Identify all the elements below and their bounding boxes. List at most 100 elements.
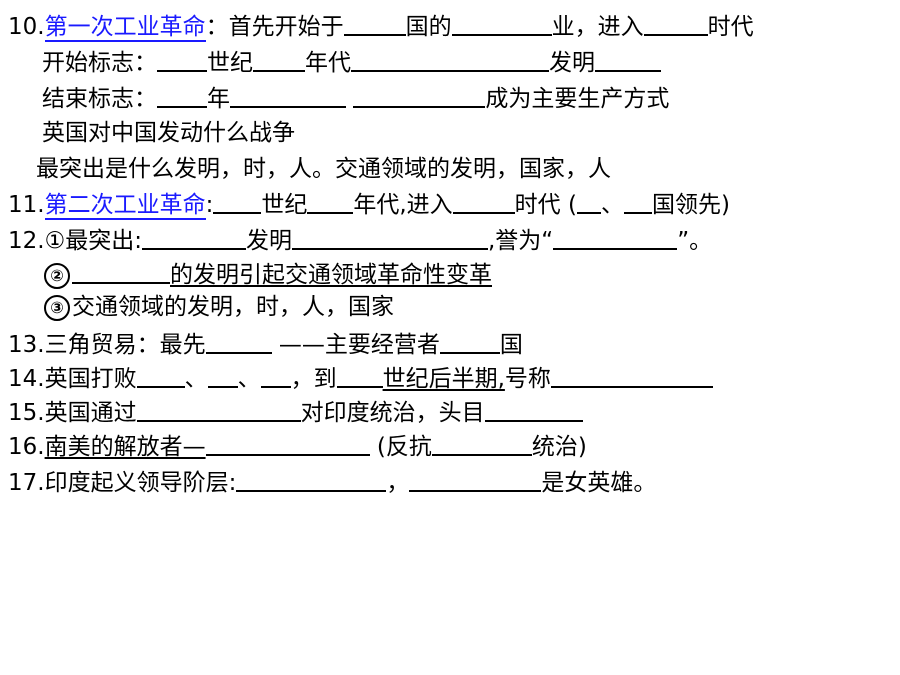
text: 国的: [405, 14, 452, 40]
fill-blank[interactable]: [260, 362, 291, 388]
text: 成为主要生产方式: [485, 86, 670, 112]
text: (反抗: [376, 434, 432, 460]
fill-blank[interactable]: [157, 46, 207, 72]
text: 年代: [305, 50, 351, 76]
fill-blank[interactable]: [207, 362, 238, 388]
text: 的发明引起交通领域革命性变革: [170, 262, 492, 288]
text: 业，进入: [551, 14, 644, 40]
text: 三角贸易：最先: [44, 332, 206, 358]
fill-blank[interactable]: [484, 396, 583, 422]
fill-blank[interactable]: [307, 188, 354, 214]
text: 世纪后半期,: [382, 366, 505, 392]
fill-blank[interactable]: [205, 430, 370, 456]
text: 对印度统治，头目: [300, 400, 485, 426]
text: ,誉为“: [487, 228, 554, 254]
topic-second-industrial-revolution: 第二次工业革命: [44, 192, 206, 220]
text: 英国打败: [44, 366, 137, 392]
text: 开始标志：: [42, 50, 157, 76]
topic-first-industrial-revolution: 第一次工业革命: [44, 14, 206, 42]
item-number: 14.: [8, 366, 45, 392]
text: 国领先): [651, 192, 730, 218]
war-question-line: 英国对中国发动什么战争: [42, 118, 295, 148]
fill-blank[interactable]: [643, 10, 708, 36]
item-number: 13.: [8, 332, 45, 358]
text: ”。: [677, 228, 713, 254]
item-10-line: 10.第一次工业革命：首先开始于 国的 业，进入 时代: [8, 10, 754, 42]
item-number: 15.: [8, 400, 45, 426]
text: 时代: [707, 14, 754, 40]
item-11-line: 11.第二次工业革命: 世纪 年代,进入 时代 ( 、 国领先): [8, 188, 730, 220]
fill-blank[interactable]: [576, 188, 601, 214]
fill-blank[interactable]: [141, 224, 246, 250]
item-12-sub2-line: ② 的发明引起交通领域革命性变革: [44, 258, 492, 289]
text: ——主要经营者: [278, 332, 440, 358]
fill-blank[interactable]: [431, 430, 532, 456]
fill-blank[interactable]: [230, 82, 346, 108]
text: 发明: [245, 228, 292, 254]
text: 时代 (: [514, 192, 577, 218]
text: ，: [386, 470, 410, 496]
fill-blank[interactable]: [439, 328, 500, 354]
item-14-line: 14.英国打败 、 、 ，到 世纪后半期,号称: [8, 362, 713, 392]
circled-number-2: ②: [44, 263, 70, 289]
text: 、: [237, 366, 261, 392]
fill-blank[interactable]: [409, 466, 542, 492]
fill-blank[interactable]: [213, 188, 262, 214]
fill-blank[interactable]: [136, 396, 301, 422]
text: 国: [499, 332, 523, 358]
fill-blank[interactable]: [291, 224, 488, 250]
fill-blank[interactable]: [205, 328, 272, 354]
text: 统治): [531, 434, 587, 460]
fill-blank[interactable]: [451, 10, 552, 36]
item-13-line: 13.三角贸易：最先 ——主要经营者 国: [8, 328, 523, 358]
fill-blank[interactable]: [236, 466, 387, 492]
text: 南美的解放者—: [44, 434, 206, 460]
item-17-line: 17.印度起义领导阶层: ， 是女英雄。: [8, 466, 656, 496]
fill-blank[interactable]: [157, 82, 207, 108]
item-12-line: 12.①最突出:发明,誉为“”。: [8, 224, 712, 254]
text: 最突出是什么发明，时，人。交通领域的发明，国家，人: [36, 156, 611, 182]
fill-blank[interactable]: [553, 224, 678, 250]
fill-blank[interactable]: [550, 362, 713, 388]
start-sign-line: 开始标志： 世纪 年代 发明: [42, 46, 661, 76]
text: 发明: [549, 50, 595, 76]
circled-number-1: ①: [44, 228, 66, 254]
fill-blank[interactable]: [253, 46, 305, 72]
item-number: 11.: [8, 192, 45, 218]
fill-blank[interactable]: [353, 82, 486, 108]
text: 英国通过: [44, 400, 137, 426]
fill-blank[interactable]: [72, 258, 170, 284]
item-number: 17.: [8, 470, 45, 496]
fill-blank[interactable]: [336, 362, 383, 388]
item-number: 16.: [8, 434, 45, 460]
text: ，到: [290, 366, 337, 392]
fill-blank[interactable]: [343, 10, 406, 36]
text: 最突出:: [65, 228, 142, 254]
text: 印度起义领导阶层:: [44, 470, 237, 496]
circled-number-3: ③: [44, 295, 70, 321]
fill-blank[interactable]: [623, 188, 652, 214]
fill-blank[interactable]: [595, 46, 661, 72]
text: 是女英雄。: [541, 470, 657, 496]
invention-question-line: 最突出是什么发明，时，人。交通领域的发明，国家，人: [36, 154, 611, 184]
text: 、: [184, 366, 208, 392]
text: 结束标志：: [42, 86, 157, 112]
text: ：首先开始于: [205, 14, 344, 40]
text: 号称: [504, 366, 551, 392]
text: 交通领域的发明，时，人，国家: [72, 294, 394, 320]
item-15-line: 15.英国通过 对印度统治，头目: [8, 396, 583, 426]
fill-blank[interactable]: [136, 362, 185, 388]
text: 世纪: [207, 50, 253, 76]
item-16-line: 16.南美的解放者— (反抗 统治): [8, 430, 587, 460]
text: :: [205, 192, 214, 218]
fill-blank[interactable]: [351, 46, 549, 72]
text: 、: [600, 192, 624, 218]
text: 年代,进入: [353, 192, 453, 218]
text: 世纪: [261, 192, 308, 218]
fill-blank[interactable]: [452, 188, 515, 214]
item-number: 10.: [8, 14, 45, 40]
text: 年: [207, 86, 230, 112]
end-sign-line: 结束标志： 年 成为主要生产方式: [42, 82, 669, 112]
